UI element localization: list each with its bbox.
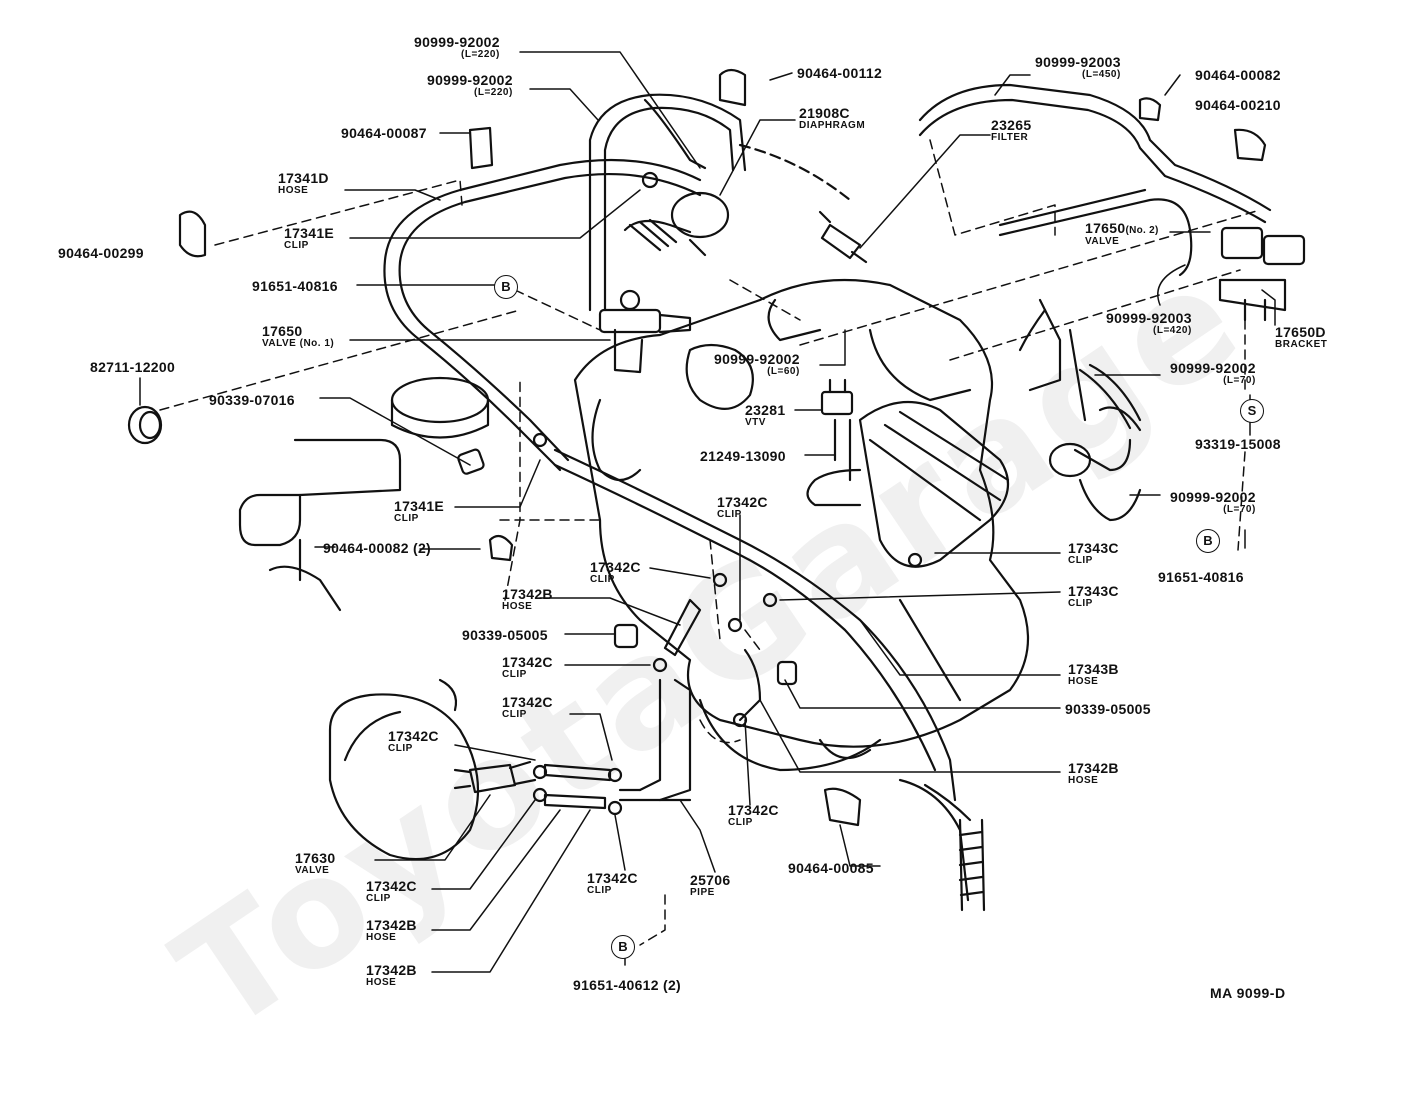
callout-plug-90339-05005-b: 90339-05005 — [1065, 701, 1151, 717]
callout-clamp-82711-12200: 82711-12200 — [90, 359, 176, 375]
marker-s: S — [1240, 399, 1264, 423]
callout-hose-90999-92002-l70-b: 90999-92002(L=70) — [1170, 489, 1256, 515]
callout-clamp-90464-00112: 90464-00112 — [797, 65, 883, 81]
reference-lines — [159, 139, 1261, 946]
engine-block-outline — [573, 278, 1030, 772]
callout-bolt-91651-40612-x2: 91651-40612 (2) — [573, 977, 682, 993]
callout-plug-90339-05005-a: 90339-05005 — [462, 627, 548, 643]
callout-clamp-90464-00082-x2: 90464-00082 (2) — [323, 540, 432, 556]
vacuum-pipes-right — [1018, 298, 1142, 478]
callout-clamp-90464-00082: 90464-00082 — [1195, 67, 1281, 83]
callout-clamp-90464-00299: 90464-00299 — [58, 245, 144, 261]
diagram-code: MA 9099-D — [1210, 985, 1286, 1001]
callout-hose-90999-92003-l450: 90999-92003(L=450) — [1035, 54, 1121, 80]
callout-plug-90339-07016: 90339-07016 — [209, 392, 295, 408]
intake-duct — [806, 400, 1010, 568]
callout-hose-90999-92002-a: 90999-92002(L=220) — [414, 34, 500, 60]
marker-b-c: B — [611, 935, 635, 959]
marker-b-a: B — [494, 275, 518, 299]
callout-hose-90999-92002-b: 90999-92002(L=220) — [427, 72, 513, 98]
radiator-reservoir — [238, 376, 490, 612]
callout-bolt-91651-40816-a: 91651-40816 — [252, 278, 338, 294]
callout-21249-13090: 21249-13090 — [700, 448, 786, 464]
callout-hose-90999-92003-l420: 90999-92003(L=420) — [1106, 310, 1192, 336]
leader-lines — [139, 51, 1276, 973]
diaphragm-part — [623, 191, 730, 257]
callout-93319-15008: 93319-15008 — [1195, 436, 1281, 452]
callout-hose-90999-92002-l60: 90999-92002(L=60) — [714, 351, 800, 377]
valve-no2 — [1218, 226, 1306, 322]
valve-no1 — [598, 289, 692, 374]
callout-clamp-90464-00210: 90464-00210 — [1195, 97, 1281, 113]
callout-clamp-90464-00087: 90464-00087 — [341, 125, 427, 141]
callout-clamp-90464-00085: 90464-00085 — [788, 860, 874, 876]
callout-hose-90999-92002-l70-a: 90999-92002(L=70) — [1170, 360, 1256, 386]
booster-housing — [328, 678, 480, 861]
marker-b-b: B — [1196, 529, 1220, 553]
callout-valve-17650-no2: 17650(No. 2)VALVE — [1085, 220, 1159, 247]
pipe-25706 — [618, 678, 692, 802]
filter-23265 — [818, 210, 868, 264]
clamps — [127, 68, 1267, 827]
vtv-23281 — [820, 378, 854, 482]
valve-17630 — [453, 760, 537, 794]
callout-bolt-91651-40816-b: 91651-40816 — [1158, 569, 1244, 585]
hose-routes — [383, 83, 1272, 912]
